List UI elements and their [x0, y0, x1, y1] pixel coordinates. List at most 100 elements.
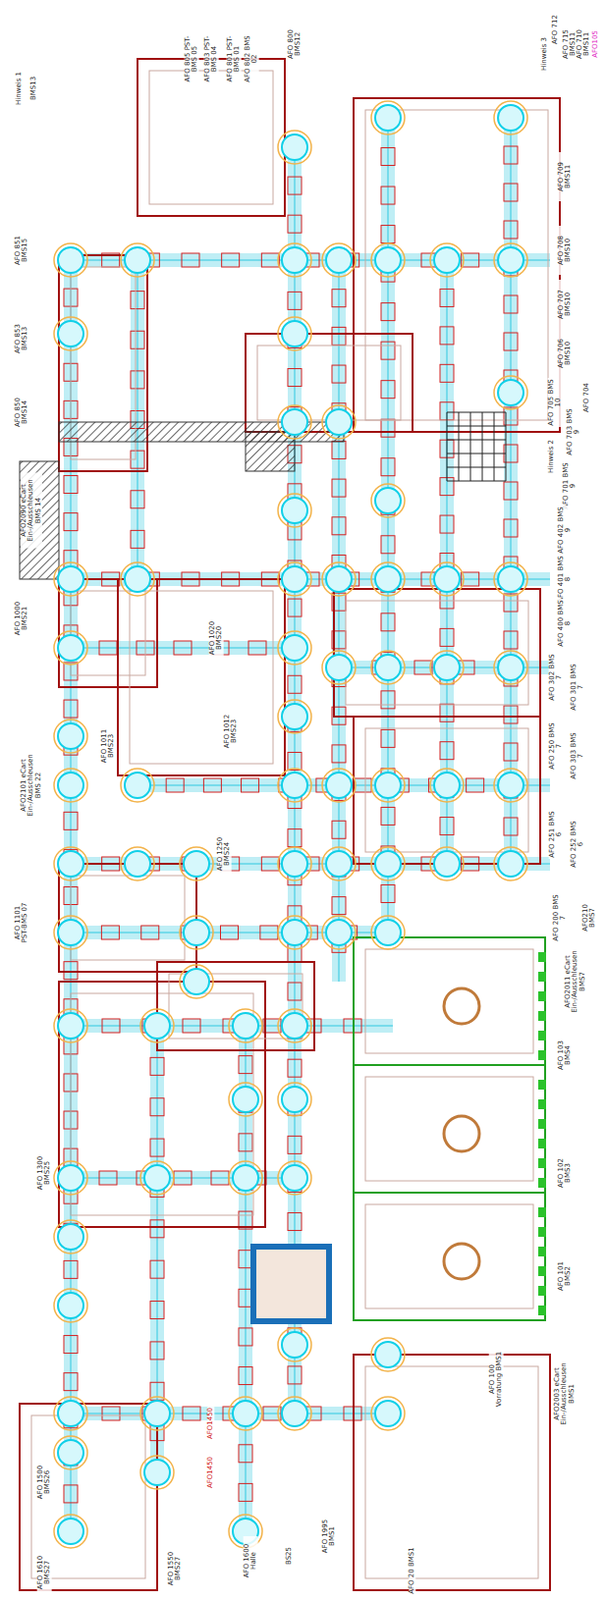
- conveyor-module: [381, 419, 395, 438]
- conveyor-module: [102, 1019, 120, 1034]
- turntable: [497, 105, 524, 131]
- turntable: [375, 488, 401, 514]
- turntable: [124, 851, 151, 878]
- turntable-ring: [54, 1515, 88, 1549]
- conveyor-module: [287, 944, 302, 963]
- station-label: AFO 701 BMS 9: [562, 461, 578, 511]
- conveyor-module: [287, 522, 302, 541]
- station-label: AFO 1000 BMS21: [14, 594, 30, 644]
- station-label: AFO2090 eCart Ein-/Ausschleusen BMS 14: [20, 473, 43, 550]
- conveyor-module: [331, 479, 346, 497]
- conveyor-module: [440, 288, 454, 307]
- turntable-ring: [140, 1456, 174, 1490]
- conveyor-module: [63, 700, 78, 718]
- building-wall: [58, 982, 266, 1228]
- grid-line: [482, 412, 484, 482]
- turntable-ring: [277, 769, 312, 803]
- green-marker: [538, 1208, 547, 1218]
- turntable-ring: [371, 1397, 405, 1432]
- green-marker: [538, 972, 547, 983]
- machine-outline: [70, 993, 254, 1216]
- green-marker: [538, 1119, 547, 1130]
- conveyor-module: [63, 1336, 78, 1355]
- green-marker: [538, 1306, 547, 1317]
- station-label: Hinweis 1: [15, 70, 23, 107]
- conveyor-module: [440, 591, 454, 609]
- turntable-ring: [228, 1397, 263, 1432]
- green-marker: [538, 1227, 547, 1238]
- turntable: [281, 851, 308, 878]
- turntable-ring: [54, 243, 88, 277]
- conveyor-module: [331, 440, 346, 459]
- turntable: [281, 920, 308, 946]
- conveyor-axis: [387, 117, 389, 934]
- station-label: AFO 200 BMS 7: [552, 893, 568, 943]
- station-label: AFO 703 BMS 9: [566, 407, 582, 457]
- turntable: [57, 321, 84, 347]
- turntable-ring: [494, 769, 528, 803]
- conveyor-module: [287, 1059, 302, 1078]
- turntable-ring: [494, 376, 528, 410]
- station-label: AFO 708 BMS10: [557, 225, 573, 276]
- turntable: [281, 635, 308, 662]
- conveyor-module: [287, 1213, 302, 1232]
- turntable-ring: [277, 494, 312, 528]
- turntable-ring: [494, 243, 528, 277]
- turntable-ring: [322, 769, 356, 803]
- conveyor-module: [287, 829, 302, 848]
- turntable-ring: [140, 1161, 174, 1196]
- turntable: [375, 1401, 401, 1428]
- station-label: AFO 853 BMS13: [14, 314, 30, 364]
- grid-line: [494, 412, 496, 482]
- turntable: [497, 655, 524, 681]
- conveyor-module: [150, 1099, 165, 1117]
- station-label: AFO 850 BMS14: [14, 387, 30, 438]
- turntable: [232, 1013, 259, 1040]
- turntable: [281, 409, 308, 436]
- turntable: [57, 772, 84, 799]
- conveyor-module: [173, 641, 192, 656]
- station-label: AFO 707 BMS10: [557, 279, 573, 330]
- station-label: AFO 710 BMS11: [576, 19, 592, 69]
- turntable-ring: [277, 405, 312, 440]
- station-label: BMS13: [30, 75, 38, 102]
- conveyor-module: [381, 225, 395, 244]
- turntable-ring: [371, 916, 405, 950]
- building-wall: [353, 1065, 546, 1194]
- conveyor-axis: [137, 260, 139, 580]
- turntable-ring: [371, 769, 405, 803]
- green-marker: [538, 1178, 547, 1189]
- conveyor-module: [381, 186, 395, 205]
- machine-outline: [365, 1077, 534, 1182]
- turntable: [124, 566, 151, 593]
- conveyor-module: [381, 381, 395, 399]
- turntable: [375, 655, 401, 681]
- conveyor-module: [287, 1367, 302, 1385]
- turntable-ring: [179, 847, 214, 882]
- conveyor-module: [181, 253, 200, 268]
- conveyor-module: [353, 778, 372, 793]
- station-label: AFO1450: [207, 1456, 215, 1490]
- turntable-ring: [120, 847, 155, 882]
- turntable-ring: [54, 1161, 88, 1196]
- turntable-ring: [322, 916, 356, 950]
- green-marker: [538, 1267, 547, 1277]
- station-label: AFO 705 BMS 10: [548, 378, 563, 428]
- turntable-ring: [277, 631, 312, 665]
- station-label: AFO 1550 BMS27: [167, 1544, 183, 1595]
- conveyor-module: [440, 515, 454, 534]
- turntable-ring: [54, 719, 88, 754]
- turntable-ring: [277, 1328, 312, 1363]
- turntable: [183, 851, 210, 878]
- conveyor-module: [440, 704, 454, 722]
- conveyor-axis: [510, 117, 512, 865]
- conveyor-module: [503, 220, 518, 239]
- conveyor-module: [503, 818, 518, 836]
- turntable: [57, 1440, 84, 1467]
- station-label: AFO 400 BMS 8: [557, 599, 573, 649]
- conveyor-module: [331, 365, 346, 384]
- turntable-ring: [277, 700, 312, 734]
- conveyor-module: [150, 1220, 165, 1239]
- highlight-box: [253, 1247, 330, 1323]
- turntable-ring: [430, 651, 464, 685]
